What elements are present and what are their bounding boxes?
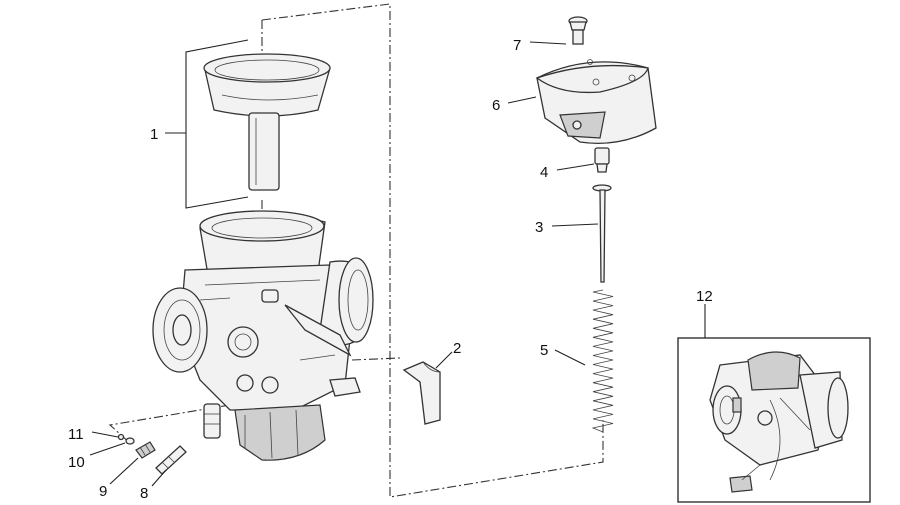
part-7-screw <box>529 16 588 45</box>
assembly-lines <box>108 3 604 498</box>
part-9-idle-spring <box>109 441 156 485</box>
callout-labels: 1 2 3 4 5 6 7 8 9 10 11 12 <box>68 37 713 502</box>
callout-4: 4 <box>540 164 548 181</box>
callout-12: 12 <box>696 288 713 305</box>
part-4-needle-clip <box>556 147 610 173</box>
callout-3: 3 <box>535 219 543 236</box>
callout-9: 9 <box>99 483 107 500</box>
callout-5: 5 <box>540 342 548 359</box>
part-6-cover <box>507 59 657 145</box>
callout-7: 7 <box>513 37 521 54</box>
part-12-complete-carburetor-inset <box>677 304 871 503</box>
callout-10: 10 <box>68 454 85 471</box>
callout-6: 6 <box>492 97 500 114</box>
callout-8: 8 <box>140 485 148 502</box>
callout-2: 2 <box>453 340 461 357</box>
callout-1: 1 <box>150 126 158 143</box>
part-10-washer <box>89 437 135 456</box>
part-8-idle-screw <box>151 445 187 487</box>
carburetor-body <box>152 210 374 461</box>
part-11-o-ring <box>91 431 125 441</box>
callout-11: 11 <box>68 426 84 443</box>
part-5-spring <box>554 289 614 433</box>
part-2-hose <box>402 351 453 425</box>
part-3-jet-needle <box>551 184 612 283</box>
part-1-intake-funnel <box>185 39 331 209</box>
